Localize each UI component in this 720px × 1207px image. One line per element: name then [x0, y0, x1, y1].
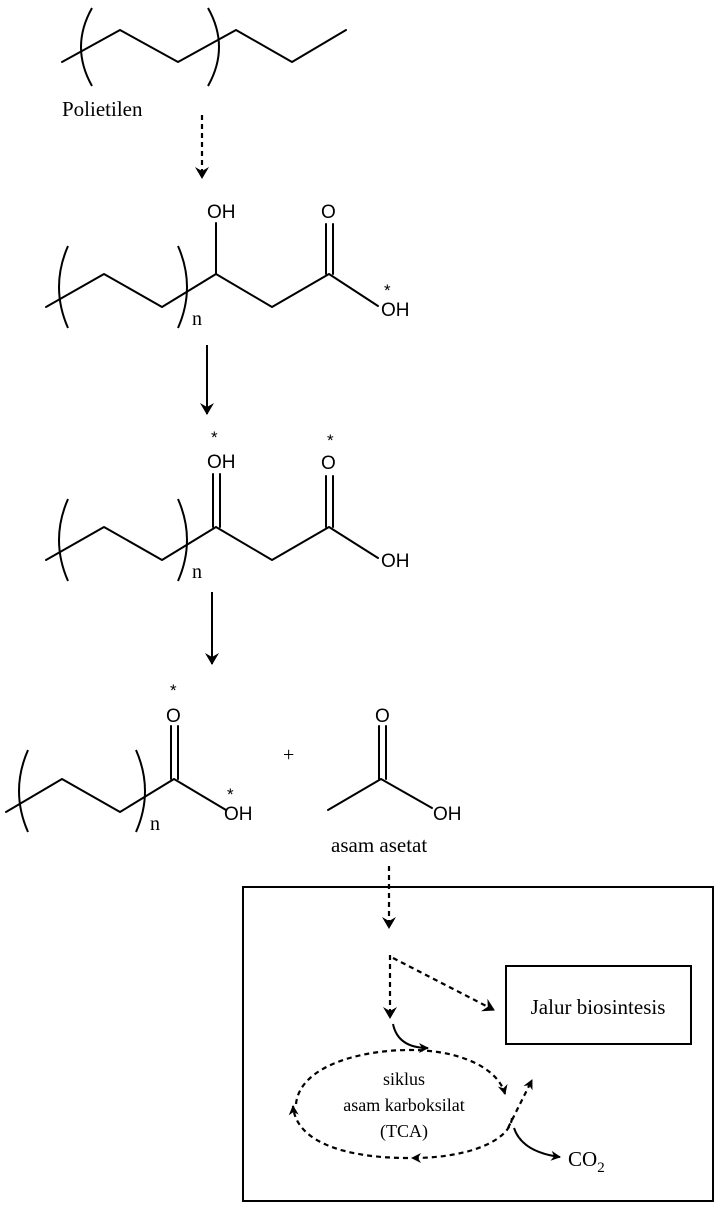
acid-oh-label: OH — [433, 804, 462, 825]
arrow-to-biosynthesis — [392, 957, 495, 1012]
hydroxy-acid-structure: OH O OH * n — [45, 202, 410, 330]
entry-arrow — [392, 1023, 429, 1053]
right-bracket — [135, 749, 146, 833]
co2-main: CO — [568, 1147, 597, 1171]
cell-box — [242, 886, 714, 1202]
acid-oh-label: OH — [381, 300, 410, 321]
cycle-label-line1: siklus — [383, 1069, 425, 1089]
plus-sign: + — [283, 744, 294, 766]
radical-star: * — [384, 281, 391, 300]
hydroxy-acid-chain — [45, 273, 379, 308]
right-bracket — [207, 7, 220, 87]
left-bracket — [18, 749, 29, 833]
polyethylene-label: Polietilen — [62, 97, 143, 121]
repeat-n: n — [150, 813, 160, 835]
tca-cycle-upper — [294, 1048, 508, 1105]
radical-star: * — [327, 431, 334, 450]
right-bracket — [177, 245, 188, 329]
carbonyl-o-label: O — [166, 706, 181, 727]
polyethylene-structure: Polietilen — [61, 7, 347, 121]
left-bracket — [58, 245, 69, 329]
biosynthesis-frame — [505, 965, 692, 1045]
carbonyl-o-label: O — [321, 453, 336, 474]
keto-oh-label: OH — [207, 452, 236, 473]
cycle-label-line3: (TCA) — [380, 1121, 428, 1142]
shortened-acid-structure: * O * OH n — [5, 681, 253, 835]
co2-label: CO2 — [568, 1147, 605, 1176]
radical-star: * — [227, 785, 234, 804]
keto-acid-structure: * OH * O OH n — [45, 428, 410, 583]
polyethylene-chain — [61, 29, 347, 63]
shortened-acid-chain — [5, 778, 227, 813]
tca-cycle-lower — [288, 1105, 409, 1160]
biosynthesis-label: Jalur biosintesis — [531, 995, 666, 1019]
hydroxyl-label: OH — [207, 202, 236, 223]
biosynthesis-box: Jalur biosintesis — [505, 965, 692, 1045]
repeat-n: n — [192, 308, 202, 330]
acetic-acid-label: asam asetat — [331, 833, 427, 857]
keto-acid-chain — [45, 526, 379, 561]
acid-oh-label: OH — [381, 551, 410, 572]
carbonyl-o-label: O — [321, 202, 336, 223]
cycle-label-line2: asam karboksilat — [343, 1095, 464, 1115]
radical-star: * — [170, 681, 177, 700]
tca-cycle: siklus asam karboksilat (TCA) — [288, 1048, 514, 1163]
carbonyl-o-label: O — [375, 706, 390, 727]
left-bracket — [58, 498, 69, 582]
right-bracket — [177, 498, 188, 582]
radical-star: * — [211, 428, 218, 447]
acid-oh-label: OH — [224, 804, 253, 825]
acetic-acid-chain — [327, 778, 433, 811]
repeat-n: n — [192, 561, 202, 583]
co2-arrow — [513, 1127, 561, 1161]
co2-subscript: 2 — [597, 1160, 605, 1176]
left-bracket — [80, 7, 93, 87]
acetic-acid-structure: O OH asam asetat — [327, 706, 462, 857]
